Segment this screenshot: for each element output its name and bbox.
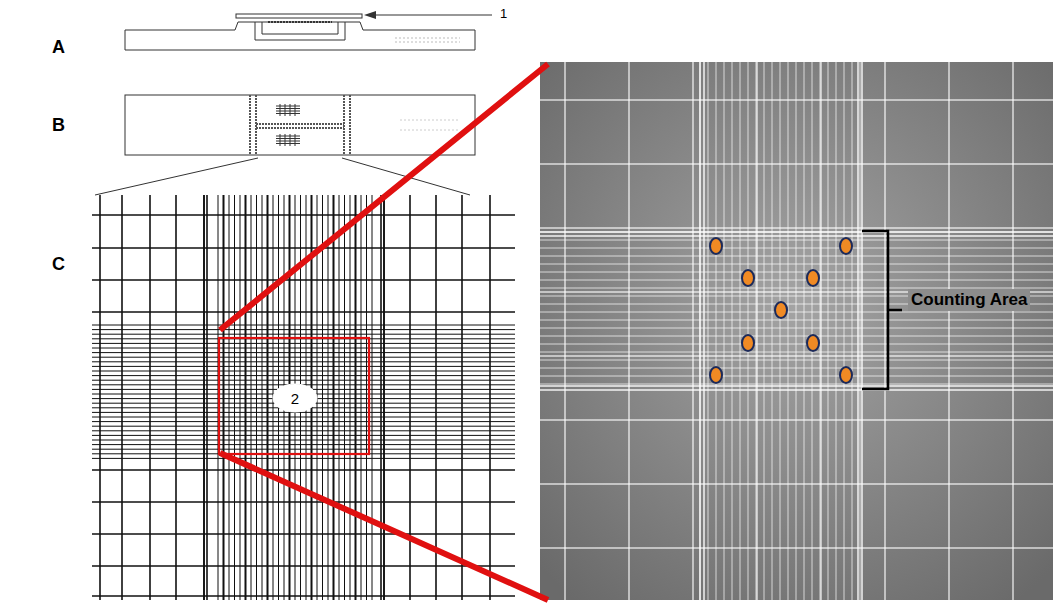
cell-dot	[807, 270, 819, 286]
bracket	[862, 231, 902, 389]
leader-arrow	[372, 14, 492, 15]
cell-dot	[840, 367, 852, 383]
ellipse-shape	[273, 384, 317, 412]
top-view	[125, 95, 475, 155]
cell-dot	[742, 335, 754, 351]
cell-dot	[807, 335, 819, 351]
arrowhead	[364, 11, 376, 19]
cell-dot	[710, 238, 722, 254]
zoom-box	[219, 338, 369, 454]
side-view	[125, 14, 475, 50]
panel-letter: A	[52, 37, 65, 58]
counting-grid	[92, 195, 515, 600]
zoom-line	[220, 64, 548, 600]
micrograph	[540, 62, 1053, 600]
panel-letter: B	[52, 115, 65, 136]
cell-dot	[742, 270, 754, 286]
panel-letter: C	[52, 254, 65, 275]
cell-dot	[840, 238, 852, 254]
cell-dot	[775, 302, 787, 318]
callout-ellipse: 2	[272, 383, 318, 413]
callout-number: 2	[272, 390, 318, 407]
callout-number: 1	[500, 6, 507, 21]
cell-dot	[710, 367, 722, 383]
region-label: Counting Area	[908, 289, 1030, 311]
